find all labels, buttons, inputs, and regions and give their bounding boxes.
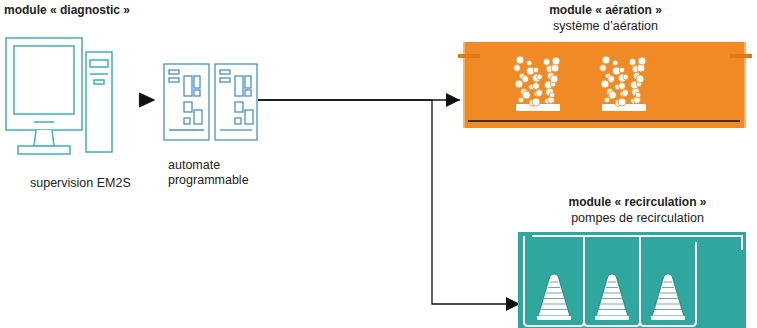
module-heading: module « aération » [458,3,753,18]
module-label: supervision EM2S [30,176,133,191]
module-heading: module « recirculation » [518,195,757,210]
plc-rack [215,64,257,140]
recirculation-pump [595,274,629,320]
module-label: système d’aération [458,19,753,34]
flow-arrowhead [139,93,154,107]
recirculation-pump [651,274,685,320]
recirculation-module: module « recirculation »pompes de recirc… [518,192,757,328]
module-label: pompes de recirculation [518,211,757,226]
module-label: automate programmable [168,158,253,188]
aeration-tank [458,42,752,128]
recirculation-pump [537,274,571,320]
module-heading: module « diagnostic » [4,3,133,18]
aeration-module: module « aération »système d’aération [458,0,753,132]
diagnostic-module: module « diagnostic » supervision EM2S [0,0,133,196]
plc-rack [164,64,209,140]
computer-icon [6,38,112,154]
signal-line [258,100,520,304]
plc-module: automate programmable [160,60,260,195]
recirculation-tank [518,232,746,328]
